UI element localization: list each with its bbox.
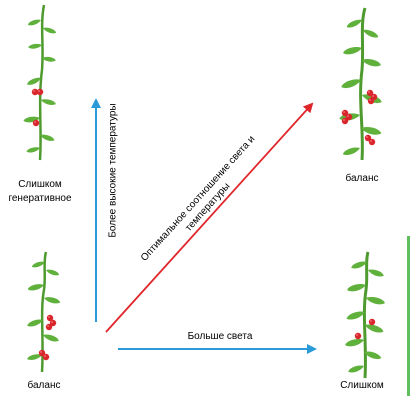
label-axis-horizontal: Больше света xyxy=(187,331,253,342)
plant-top-right xyxy=(338,7,383,161)
label-top-right: баланс xyxy=(345,173,379,184)
plant-bottom-right xyxy=(344,251,386,379)
label-bottom-left: баланс xyxy=(27,380,61,391)
label-top-left: Слишком генеративное xyxy=(8,179,72,204)
plant-bottom-left xyxy=(26,251,61,373)
plant-top-left xyxy=(22,4,57,161)
diagonal-arrow xyxy=(105,102,314,333)
label-bottom-right: Слишком xyxy=(340,380,384,391)
label-axis-vertical: Более высокие температуры xyxy=(107,103,119,238)
edge-strip xyxy=(407,236,410,396)
